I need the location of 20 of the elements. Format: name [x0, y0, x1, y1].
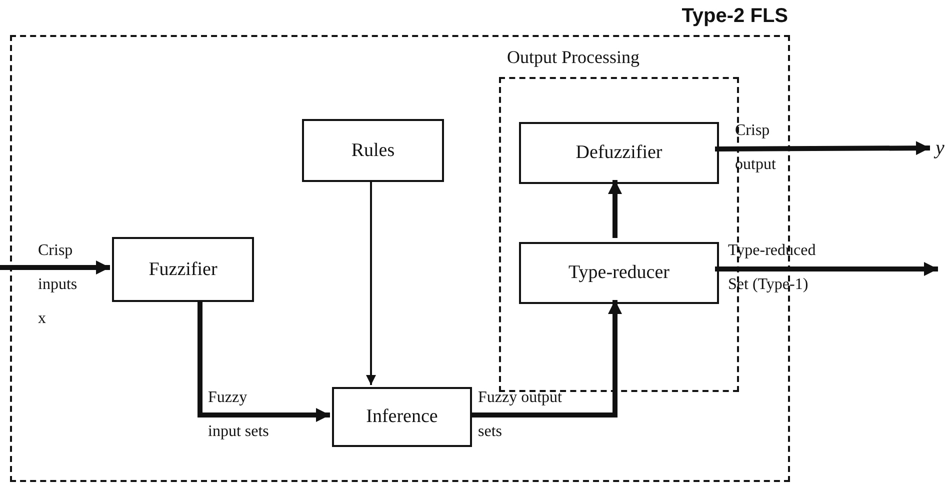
group-heading: Output Processing	[507, 47, 640, 68]
arrow	[198, 300, 330, 422]
edge-label: Fuzzy input sets	[208, 388, 270, 442]
process-box: Inference	[332, 387, 472, 447]
arrow	[0, 260, 110, 274]
group-heading: Type-2 FLS	[682, 5, 788, 28]
process-box: Rules	[302, 119, 444, 182]
arrow	[366, 180, 376, 385]
edge-label: Fuzzy output sets	[478, 388, 562, 442]
arrow	[470, 300, 622, 418]
edge-label: Crisp inputs x	[38, 241, 78, 329]
arrow	[608, 180, 622, 238]
process-box: Type-reducer	[519, 242, 719, 304]
process-box: Defuzzifier	[519, 122, 719, 184]
process-box: Fuzzifier	[112, 237, 254, 302]
arrow	[714, 141, 930, 156]
arrow	[715, 262, 938, 276]
edge-label: Crisp output	[735, 121, 777, 175]
edge-label: Type-reduced Set (Type-1)	[728, 241, 817, 295]
output-variable: y	[930, 133, 950, 163]
